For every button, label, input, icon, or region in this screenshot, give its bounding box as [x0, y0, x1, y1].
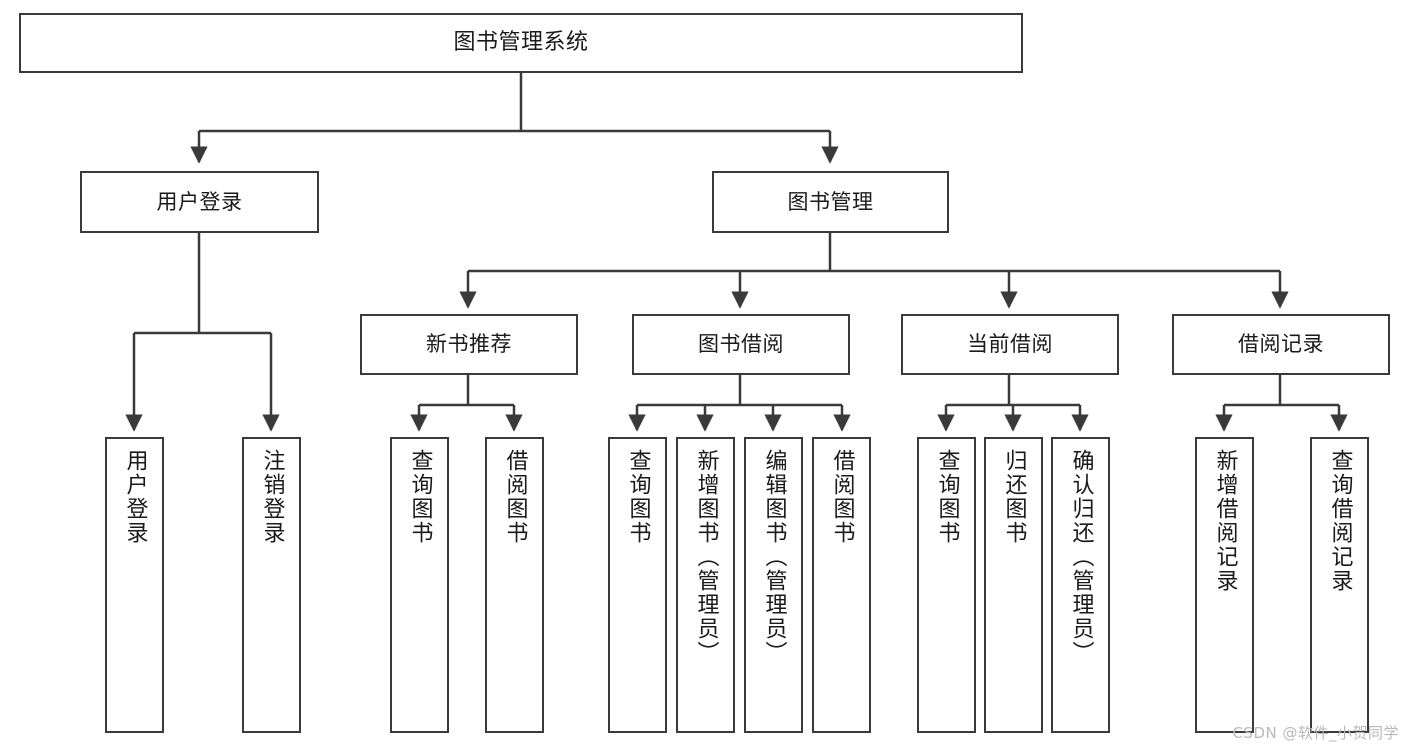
leaf-borrow-record-1[interactable]: 查询借阅记录 [1310, 437, 1369, 733]
node-root[interactable]: 图书管理系统 [19, 13, 1023, 73]
node-book-borrow[interactable]: 图书借阅 [632, 314, 850, 375]
leaf-book-borrow-3[interactable]: 借阅图书 [812, 437, 871, 733]
leaf-new-book-recommend-1[interactable]: 借阅图书 [485, 437, 544, 733]
leaf-label: 查询借阅记录 [1327, 449, 1353, 593]
leaf-label: 编辑图书（管理员） [761, 449, 787, 665]
leaf-user-login-1[interactable]: 注销登录 [242, 437, 301, 733]
leaf-label: 确认归还（管理员） [1068, 449, 1094, 665]
node-book-manage-label: 图书管理 [787, 189, 874, 214]
leaf-user-login-0[interactable]: 用户登录 [105, 437, 164, 733]
node-current-borrow-label: 当前借阅 [967, 332, 1053, 357]
leaf-label: 借阅图书 [829, 449, 855, 545]
node-current-borrow[interactable]: 当前借阅 [901, 314, 1119, 375]
leaf-current-borrow-1[interactable]: 归还图书 [984, 437, 1043, 733]
node-user-login[interactable]: 用户登录 [80, 171, 319, 233]
node-book-borrow-label: 图书借阅 [698, 332, 784, 357]
leaf-label: 新增图书（管理员） [693, 449, 719, 665]
node-borrow-record-label: 借阅记录 [1238, 332, 1324, 357]
leaf-book-borrow-2[interactable]: 编辑图书（管理员） [744, 437, 803, 733]
leaf-label: 借阅图书 [502, 449, 528, 545]
node-book-manage[interactable]: 图书管理 [712, 171, 949, 233]
leaf-book-borrow-1[interactable]: 新增图书（管理员） [676, 437, 735, 733]
leaf-label: 查询图书 [934, 449, 960, 545]
leaf-borrow-record-0[interactable]: 新增借阅记录 [1195, 437, 1254, 733]
leaf-current-borrow-2[interactable]: 确认归还（管理员） [1051, 437, 1110, 733]
leaf-label: 用户登录 [122, 449, 148, 545]
leaf-label: 归还图书 [1001, 449, 1027, 545]
node-new-book-recommend[interactable]: 新书推荐 [360, 314, 578, 375]
leaf-current-borrow-0[interactable]: 查询图书 [917, 437, 976, 733]
csdn-watermark: CSDN @软件_小贺同学 [1232, 724, 1399, 742]
node-borrow-record[interactable]: 借阅记录 [1172, 314, 1390, 375]
leaf-label: 新增借阅记录 [1212, 449, 1238, 593]
leaf-book-borrow-0[interactable]: 查询图书 [608, 437, 667, 733]
node-root-label: 图书管理系统 [453, 30, 589, 56]
leaf-label: 查询图书 [407, 449, 433, 545]
node-new-book-recommend-label: 新书推荐 [426, 332, 512, 357]
leaf-new-book-recommend-0[interactable]: 查询图书 [390, 437, 449, 733]
leaf-label: 注销登录 [259, 449, 285, 545]
leaf-label: 查询图书 [625, 449, 651, 545]
node-user-login-label: 用户登录 [156, 189, 243, 214]
